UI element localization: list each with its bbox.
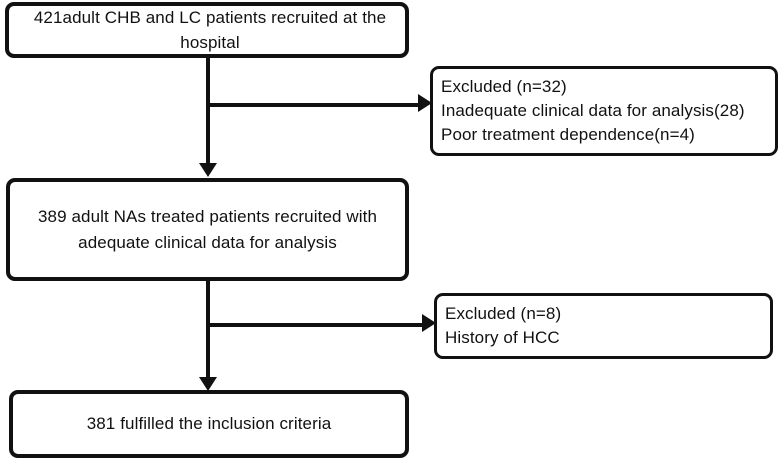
- arrowhead-down-to-final: [199, 377, 217, 391]
- flow-node-analysis-cohort: 389 adult NAs treated patients recruited…: [6, 178, 409, 281]
- connector-line-to-excluded-1: [206, 103, 420, 107]
- flow-node-excluded-stage-1-label: Excluded (n=32) Inadequate clinical data…: [441, 77, 745, 145]
- arrowhead-down-to-cohort: [199, 163, 217, 177]
- connector-line-cohort-to-final: [206, 281, 210, 385]
- connector-line-to-excluded-2: [206, 323, 424, 327]
- flow-node-excluded-stage-2: Excluded (n=8) History of HCC: [434, 293, 773, 359]
- flow-node-final-cohort-label: 381 fulfilled the inclusion criteria: [86, 414, 332, 434]
- flow-node-analysis-cohort-label: 389 adult NAs treated patients recruited…: [37, 207, 378, 252]
- flow-node-enrollment-label: 421adult CHB and LC patients recruited a…: [33, 7, 387, 53]
- arrowhead-right-to-excluded-2: [422, 314, 436, 332]
- arrowhead-right-to-excluded-1: [418, 94, 432, 112]
- flow-node-excluded-stage-2-label: Excluded (n=8) History of HCC: [445, 304, 562, 348]
- flow-node-excluded-stage-1: Excluded (n=32) Inadequate clinical data…: [430, 66, 778, 156]
- flow-node-enrollment: 421adult CHB and LC patients recruited a…: [5, 2, 409, 58]
- connector-line-enrollment-to-cohort: [206, 57, 210, 163]
- flow-node-final-cohort: 381 fulfilled the inclusion criteria: [9, 390, 409, 458]
